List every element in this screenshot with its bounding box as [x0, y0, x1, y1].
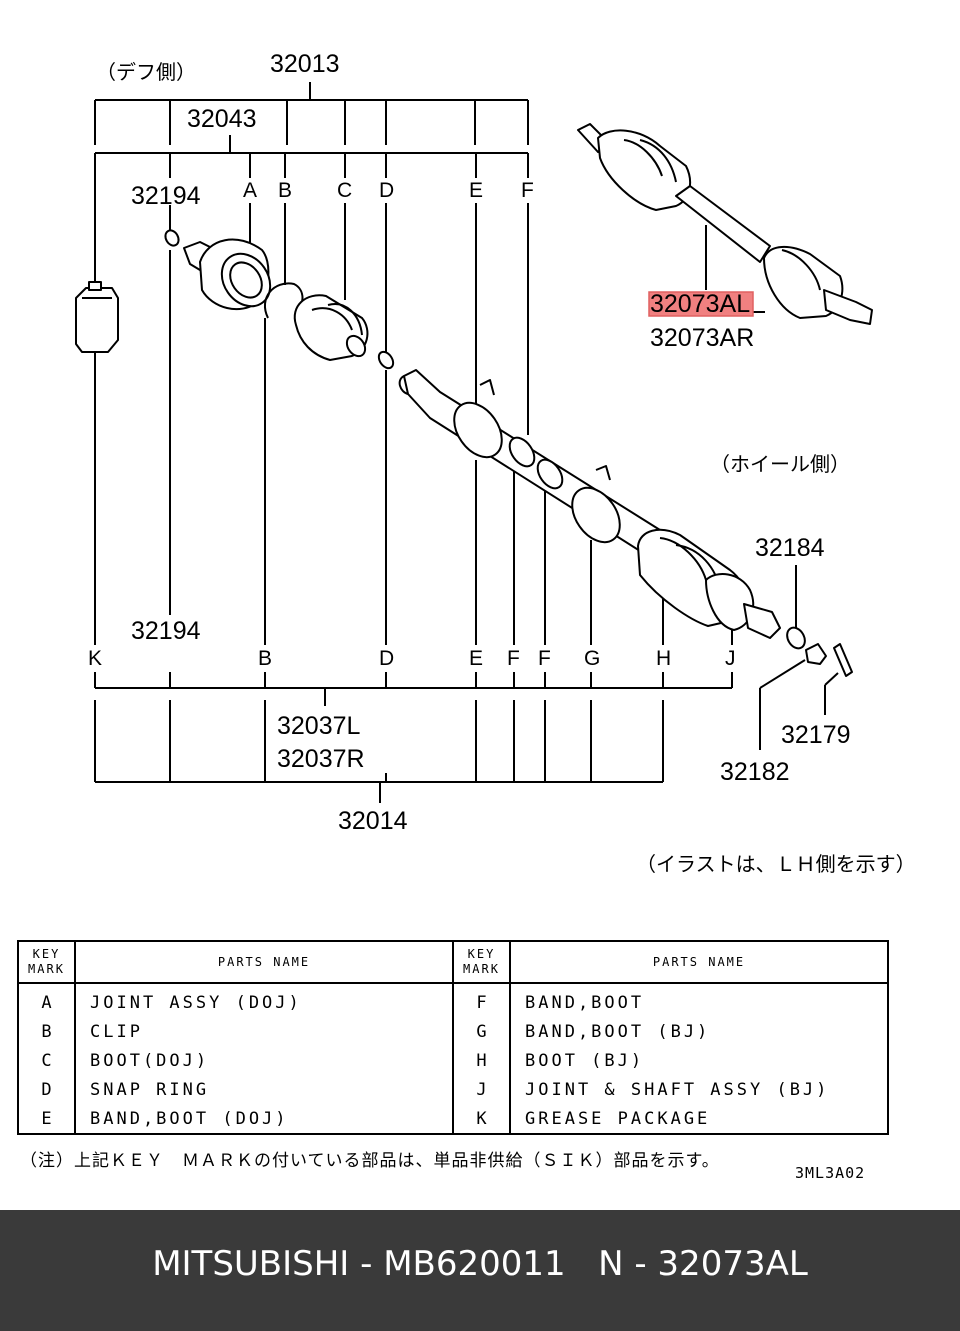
- table-row: D SNAP RING J JOINT & SHAFT ASSY (BJ): [17, 1075, 889, 1104]
- name-cell: BAND,BOOT: [509, 983, 889, 1017]
- part-number: MB620011: [383, 1243, 566, 1284]
- name-cell: BOOT (BJ): [509, 1046, 889, 1075]
- key-cell: B: [17, 1017, 76, 1046]
- name-cell: JOINT & SHAFT ASSY (BJ): [509, 1075, 889, 1104]
- label-32179: 32179: [781, 721, 851, 749]
- name-cell: BAND,BOOT (BJ): [509, 1017, 889, 1046]
- label-32013: 32013: [270, 50, 340, 78]
- name-cell: SNAP RING: [74, 1075, 454, 1104]
- name-cell: CLIP: [74, 1017, 454, 1046]
- bottom-letter-f2: F: [538, 647, 551, 670]
- highlight-32073al: [649, 292, 753, 316]
- top-letter-b: B: [278, 179, 292, 202]
- bottom-letter-k: K: [88, 647, 102, 670]
- bottom-letter-g: G: [584, 647, 600, 670]
- key-cell: F: [452, 983, 511, 1017]
- bottom-letter-j: J: [725, 647, 736, 670]
- brand-name: MITSUBISHI: [152, 1243, 350, 1284]
- table-row: B CLIP G BAND,BOOT (BJ): [17, 1017, 889, 1046]
- bottom-letter-f1: F: [507, 647, 520, 670]
- key-cell: A: [17, 983, 76, 1017]
- ref-number: N - 32073AL: [598, 1243, 808, 1284]
- key-cell: K: [452, 1104, 511, 1134]
- top-letter-a: A: [243, 179, 257, 202]
- top-letter-f: F: [521, 179, 534, 202]
- key-cell: J: [452, 1075, 511, 1104]
- label-32037r: 32037R: [277, 745, 365, 773]
- label-32073ar: 32073AR: [650, 324, 754, 352]
- label-32194-bottom: 32194: [131, 617, 201, 645]
- name-cell: JOINT ASSY (DOJ): [74, 983, 454, 1017]
- label-32184: 32184: [755, 534, 825, 562]
- bottom-letter-h: H: [656, 647, 671, 670]
- key-cell: E: [17, 1104, 76, 1134]
- name-cell: BAND,BOOT (DOJ): [74, 1104, 454, 1134]
- name-cell: BOOT(DOJ): [74, 1046, 454, 1075]
- key-cell: C: [17, 1046, 76, 1075]
- diff-side-label: （デフ側）: [96, 61, 196, 84]
- drawing-code: 3ML3A02: [795, 1164, 866, 1182]
- top-letter-d: D: [379, 179, 394, 202]
- table-row: A JOINT ASSY (DOJ) F BAND,BOOT: [17, 983, 889, 1017]
- illustration-note: （イラストは、ＬＨ側を示す）: [636, 853, 916, 876]
- top-letter-e: E: [469, 179, 483, 202]
- label-32194-top: 32194: [131, 182, 201, 210]
- label-32073al: 32073AL: [650, 290, 750, 318]
- key-cell: G: [452, 1017, 511, 1046]
- parts-name-header: PARTS NAME: [74, 941, 454, 984]
- label-32037l: 32037L: [277, 712, 361, 740]
- table-row: C BOOT(DOJ) H BOOT (BJ): [17, 1046, 889, 1075]
- name-cell: GREASE PACKAGE: [509, 1104, 889, 1134]
- label-32043: 32043: [187, 105, 257, 133]
- label-32014: 32014: [338, 807, 408, 835]
- key-cell: D: [17, 1075, 76, 1104]
- key-mark-note: （注）上記ＫＥＹ ＭＡＲＫの付いている部品は、単品非供給（ＳＩＫ）部品を示す。: [20, 1151, 720, 1171]
- table-row: E BAND,BOOT (DOJ) K GREASE PACKAGE: [17, 1104, 889, 1134]
- footer-bar: MITSUBISHI - MB620011 N - 32073AL: [0, 1210, 960, 1331]
- bottom-letter-b: B: [258, 647, 272, 670]
- wheel-side-label: （ホイール側）: [710, 453, 850, 476]
- top-letter-c: C: [337, 179, 352, 202]
- parts-name-header: PARTS NAME: [509, 941, 889, 984]
- footer-text: MITSUBISHI - MB620011 N - 32073AL: [152, 1243, 808, 1284]
- label-32182: 32182: [720, 758, 790, 786]
- bottom-letter-e: E: [469, 647, 483, 670]
- bottom-letter-d: D: [379, 647, 394, 670]
- parts-diagram: （デフ側） 32013 32043 32194 A B C D E F 3207…: [75, 50, 916, 876]
- key-cell: H: [452, 1046, 511, 1075]
